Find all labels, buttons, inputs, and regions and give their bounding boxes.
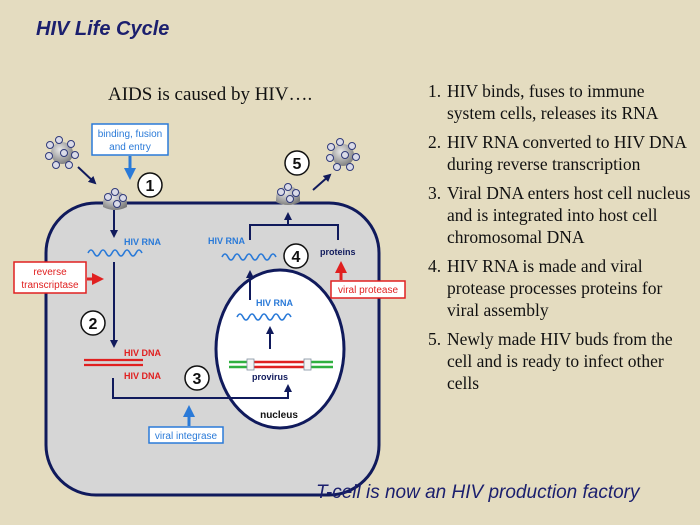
step-text: HIV RNA is made and viral protease proce… (447, 256, 663, 320)
step-number: 4. (428, 256, 442, 276)
step-item-2: 2. HIV RNA converted to HIV DNA during r… (428, 131, 696, 175)
step-item-5: 5. Newly made HIV buds from the cell and… (428, 328, 696, 394)
step-marker-5: 5 (284, 150, 310, 176)
hiv-rna-label: HIV RNA (124, 237, 162, 247)
step-text: Newly made HIV buds from the cell and is… (447, 329, 673, 393)
provirus-label: provirus (252, 372, 288, 382)
svg-text:1: 1 (146, 178, 155, 195)
reverse-transcriptase-box (13, 261, 87, 294)
hiv-rna-label: HIV RNA (256, 298, 294, 308)
virus-particle-icon (326, 138, 360, 171)
viral-integrase-label: viral integrase (155, 431, 218, 442)
step-number: 1. (428, 81, 442, 101)
virus-particle-icon (45, 136, 79, 169)
hiv-rna-wave (87, 249, 143, 257)
step-number: 5. (428, 329, 442, 349)
step-marker-4: 4 (283, 243, 309, 269)
viral-protease-box (330, 280, 406, 299)
hiv-dna-label-top: HIV DNA (124, 348, 162, 358)
virus-particle-icon (275, 183, 301, 206)
viral-integrase-box (148, 426, 224, 444)
nucleus-label: nucleus (260, 410, 298, 421)
step-item-3: 3. Viral DNA enters host cell nucleus an… (428, 182, 696, 248)
slide-title: HIV Life Cycle (36, 18, 170, 40)
arrow-icon (312, 173, 332, 191)
binding-label-line1: binding, fusion (98, 129, 163, 140)
step-marker-2: 2 (80, 310, 106, 336)
step-number: 2. (428, 132, 442, 152)
hiv-rna-wave (236, 313, 292, 321)
reverse-label-line2: transcriptase (21, 280, 79, 291)
integration-arrow (112, 378, 292, 399)
virus-particle-icon (102, 188, 128, 211)
viral-protease-label: viral protease (338, 285, 398, 296)
slide-subtitle: AIDS is caused by HIV…. (108, 84, 313, 105)
steps-list: 1. HIV binds, fuses to immune system cel… (428, 80, 696, 401)
step-item-1: 1. HIV binds, fuses to immune system cel… (428, 80, 696, 124)
svg-text:3: 3 (193, 371, 202, 388)
binding-label-line2: and entry (109, 142, 151, 153)
step-item-4: 4. HIV RNA is made and viral protease pr… (428, 255, 696, 321)
hiv-rna-label: HIV RNA (208, 236, 246, 246)
svg-text:2: 2 (89, 316, 98, 333)
step-marker-3: 3 (184, 365, 210, 391)
svg-text:4: 4 (292, 249, 301, 266)
arrow-icon (77, 166, 97, 185)
svg-text:5: 5 (293, 156, 302, 173)
slide-footer: T-cell is now an HIV production factory (316, 482, 640, 503)
proteins-label: proteins (320, 247, 356, 257)
reverse-label-line1: reverse (33, 267, 67, 278)
nucleus-ellipse (214, 268, 346, 430)
step-number: 3. (428, 183, 442, 203)
step-text: Viral DNA enters host cell nucleus and i… (447, 183, 691, 247)
assembly-bracket (249, 224, 339, 240)
step-text: HIV binds, fuses to immune system cells,… (447, 81, 659, 123)
hiv-rna-wave (221, 253, 277, 261)
provirus-chromosome (229, 358, 333, 371)
binding-fusion-entry-box (91, 123, 169, 156)
step-marker-1: 1 (137, 172, 163, 198)
step-text: HIV RNA converted to HIV DNA during reve… (447, 132, 686, 174)
hiv-dna-label-bottom: HIV DNA (124, 371, 162, 381)
